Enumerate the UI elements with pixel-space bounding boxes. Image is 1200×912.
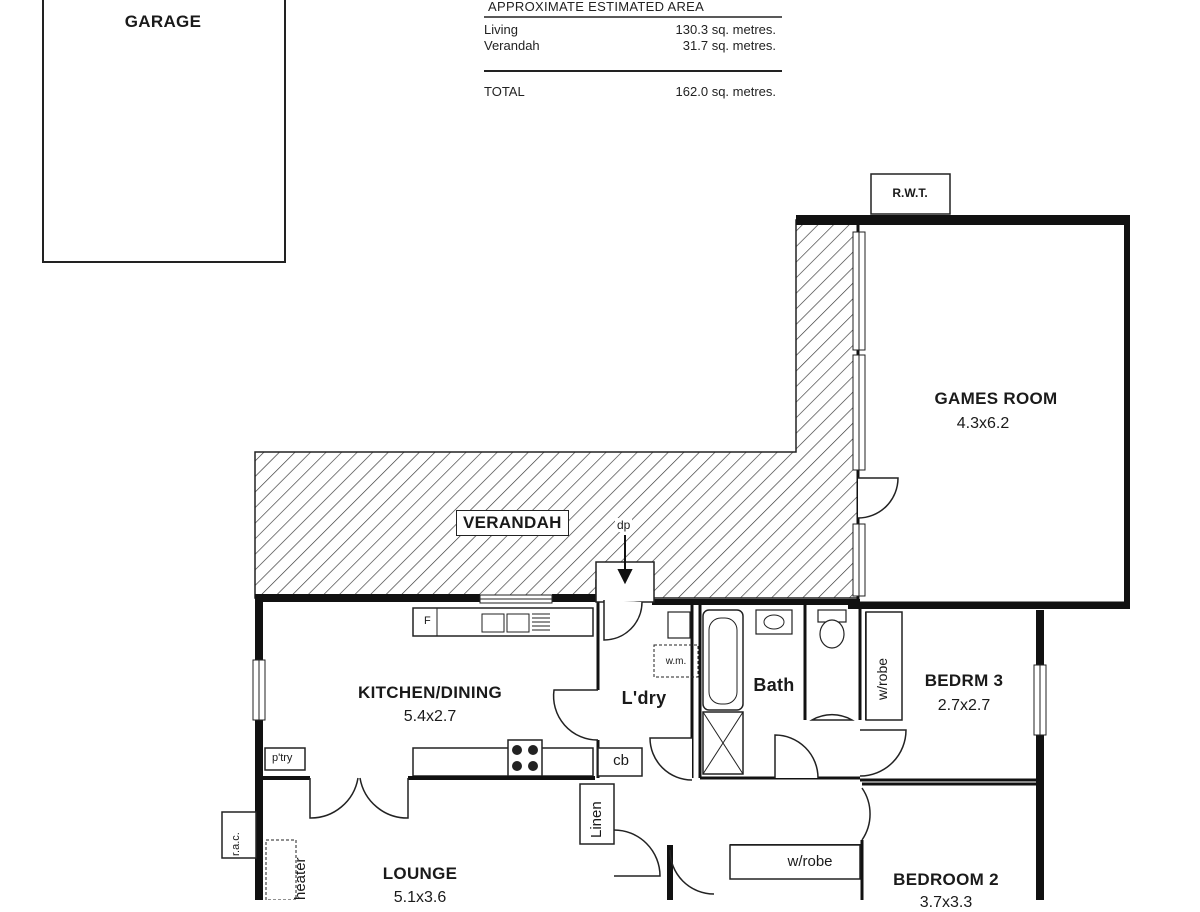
- toilet-door: [809, 713, 855, 721]
- bedroom3-label: BEDRM 3: [924, 671, 1004, 690]
- cb-box: [597, 747, 643, 777]
- downpipe-arrow: [617, 535, 633, 585]
- bath-door: [774, 734, 819, 779]
- laundry-back-door: [603, 600, 643, 641]
- heater-box: [265, 839, 297, 900]
- rac-label: r.a.c.: [230, 832, 242, 856]
- games-room-walls: [856, 218, 1130, 605]
- bedroom2-robe-label: w/robe: [787, 853, 833, 870]
- rac-box: [221, 811, 257, 859]
- kitchen-label: KITCHEN/DINING: [358, 683, 502, 702]
- bedroom3-door: [859, 729, 907, 777]
- lounge-size: 5.1x3.6: [393, 889, 447, 906]
- area-row-living: Living 130.3 sq. metres.: [484, 22, 780, 38]
- garage-outline: [42, 0, 286, 263]
- vanity-basin: [755, 609, 793, 635]
- area-row-value: 31.7 sq. metres.: [682, 38, 776, 53]
- games-room-door: [857, 477, 899, 519]
- heater-label: heater: [292, 857, 309, 900]
- games-room-label: GAMES ROOM: [934, 389, 1058, 408]
- kitchen-top-window: [479, 594, 553, 604]
- wm-label: w.m.: [665, 656, 687, 667]
- verandah-hatch: [254, 219, 859, 599]
- pantry-label: p'try: [272, 752, 293, 764]
- verandah-label: VERANDAH: [456, 510, 569, 536]
- laundry-kitchen-door: [552, 689, 599, 741]
- laundry-hall-door: [649, 737, 693, 781]
- area-row-total: TOTAL 162.0 sq. metres.: [484, 84, 780, 100]
- games-room-windows: [852, 231, 866, 597]
- cooktop-icon: [507, 739, 543, 777]
- bedroom3-size: 2.7x2.7: [937, 697, 991, 714]
- pantry-box: [264, 747, 306, 771]
- garage-label: GARAGE: [124, 12, 202, 31]
- area-total-value: 162.0 sq. metres.: [675, 84, 776, 99]
- bedroom2-size: 3.7x3.3: [919, 894, 973, 911]
- area-row-label: Living: [484, 22, 518, 37]
- bathtub: [702, 609, 744, 711]
- area-total-label: TOTAL: [484, 84, 525, 99]
- area-table-heading: APPROXIMATE ESTIMATED AREA: [488, 0, 705, 14]
- area-row-label: Verandah: [484, 38, 540, 53]
- bedroom3-window: [1033, 664, 1047, 736]
- laundry-tub: [667, 611, 691, 639]
- bedroom2-label: BEDROOM 2: [893, 870, 999, 889]
- bath-label: Bath: [753, 675, 795, 695]
- games-room-size: 4.3x6.2: [956, 415, 1010, 432]
- hall-door-lounge: [613, 829, 661, 877]
- bedroom2-robe: [729, 844, 861, 880]
- linen-label: Linen: [588, 801, 605, 838]
- rwt-label: R.W.T.: [892, 186, 928, 200]
- kitchen-lounge-double-door: [309, 777, 409, 819]
- bedroom3-robe-label: w/robe: [874, 657, 890, 700]
- kitchen-bench-bottom: [412, 747, 594, 777]
- fridge-label: F: [424, 615, 431, 627]
- hall-door-bed2: [861, 787, 871, 841]
- cb-label: cb: [613, 752, 629, 769]
- dp-label: dp: [615, 518, 633, 532]
- kitchen-size: 5.4x2.7: [403, 708, 457, 725]
- kitchen-sink: [481, 613, 550, 633]
- linen-cupboard: [579, 783, 615, 845]
- house-exterior-walls: [255, 594, 1044, 900]
- washing-machine-box: [653, 644, 699, 678]
- rwt-box: [870, 173, 951, 215]
- area-row-value: 130.3 sq. metres.: [675, 22, 776, 37]
- lounge-label: LOUNGE: [382, 864, 458, 883]
- kitchen-west-window: [252, 659, 266, 721]
- bedroom3-robe: [865, 611, 903, 721]
- hall-door-bed2-lower: [669, 849, 715, 895]
- laundry-label: L'dry: [621, 688, 667, 708]
- area-row-verandah: Verandah 31.7 sq. metres.: [484, 38, 780, 54]
